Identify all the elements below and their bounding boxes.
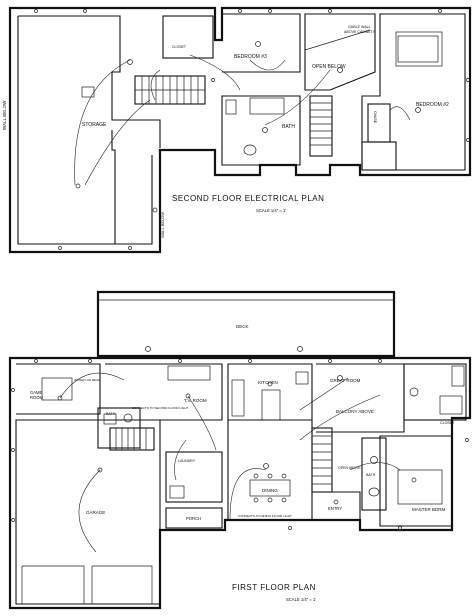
game-room-label: GAME ROOM [30,390,44,400]
wall-below-right-label: WALL BELOW [160,212,165,238]
deck-label: DECK [236,324,249,329]
kitchen-label: KITCHEN [258,380,278,385]
master-bdrm-label: MASTER BDRM [412,507,446,512]
bath-label: BATH [282,124,295,130]
porch-label: PORCH [186,516,201,521]
connect-dining-note: CONNECTS TO DINING FLOOR LIGHT [238,514,292,518]
first-floor-title: FIRST FLOOR PLAN [232,583,316,592]
great-room-label: GREAT ROOM [330,378,361,383]
game-room-line1: GAME [30,390,43,395]
bath-right-label: BATH [366,473,376,477]
chase-label: CHASE [373,111,377,124]
wall-below-left-label: WALL BELOW [2,100,7,130]
connect-second-note: CONNECTS TO SECOND FLOOR LIGHT [132,406,188,410]
closet-right-label: CLOSET [440,421,455,425]
second-floor-title: SECOND FLOOR ELECTRICAL PLAN [172,194,324,203]
bath-left-label: BATH [106,412,116,416]
balcony-label: BALCONY ABOVE [336,409,374,414]
entry-label: ENTRY [328,506,342,511]
second-floor-scale: SCALE 1/4" = 1' [256,208,286,213]
game-room-line2: ROOM [30,395,44,400]
first-floor-plan: DECK GAME ROOM WATER LAN BEAM T.V. ROOM … [8,290,472,610]
gable-line2: ABOVE CABINETS [344,30,376,34]
gable-wall-label: GABLE WALL ABOVE CABINETS [344,25,376,34]
closet-label: CLOSET [172,45,187,49]
open-below-label: OPEN BELOW [312,64,346,70]
first-floor-scale: SCALE 1/4" = 1' [286,597,316,602]
second-floor-plan: STORAGE CLOSET BEDROOM #3 OPEN BELOW GAB… [2,6,472,254]
garage-label: GARAGE [86,510,105,515]
dining-label: DINING [262,488,278,493]
bedroom3-label: BEDROOM #3 [234,54,267,60]
open-above-label: OPEN ABOVE [338,466,361,470]
laundry-label: LAUNDRY [178,459,196,463]
gable-line1: GABLE WALL [348,25,371,29]
tv-room-label: T.V. ROOM [184,398,207,403]
storage-label: STORAGE [82,122,107,128]
game-light-note: WATER LAN BEAM [74,378,101,382]
bedroom2-label: BEDROOM #2 [416,102,449,108]
